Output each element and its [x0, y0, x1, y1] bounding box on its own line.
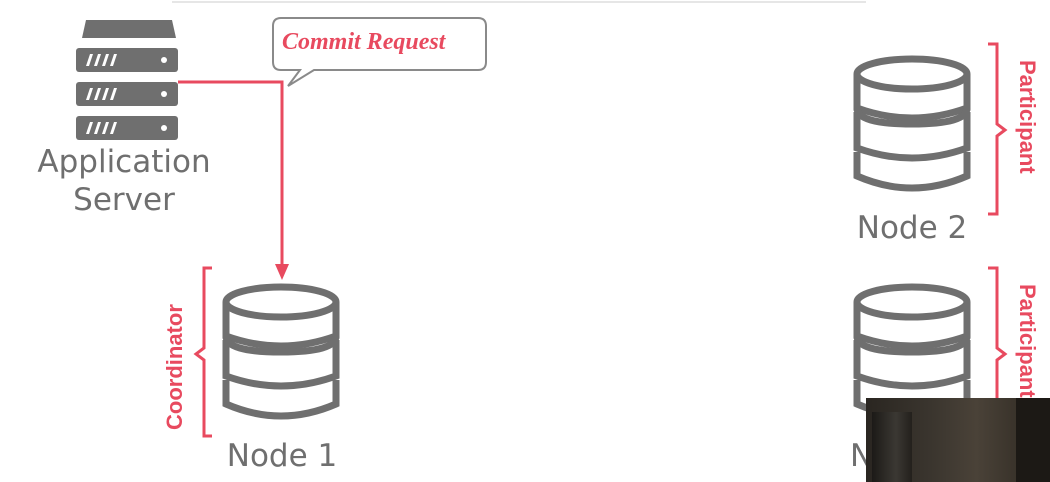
database-icon [853, 55, 971, 192]
participant-bracket [988, 42, 1008, 216]
coordinator-role-label: Coordinator [162, 304, 187, 430]
app-server-label-line2: Server [73, 182, 175, 218]
callout-text: Commit Request [282, 29, 446, 55]
node-2-label: Node 2 [856, 210, 968, 246]
arrow-head [275, 264, 289, 280]
participant-role-label: Participant [1015, 60, 1040, 174]
database-icon [222, 283, 340, 420]
webcam-scene [1016, 398, 1050, 482]
webcam-scene [872, 412, 912, 482]
database-icon [853, 283, 971, 420]
node-1-label: Node 1 [226, 438, 338, 474]
callout-bubble [272, 17, 487, 87]
coordinator-bracket [193, 266, 212, 438]
webcam-overlay [866, 398, 1050, 482]
app-server-label-line1: Application [37, 144, 211, 180]
commit-request-arrow [178, 80, 284, 268]
server-rack-icon [76, 20, 178, 140]
participant-role-label: Participant [1015, 284, 1040, 398]
